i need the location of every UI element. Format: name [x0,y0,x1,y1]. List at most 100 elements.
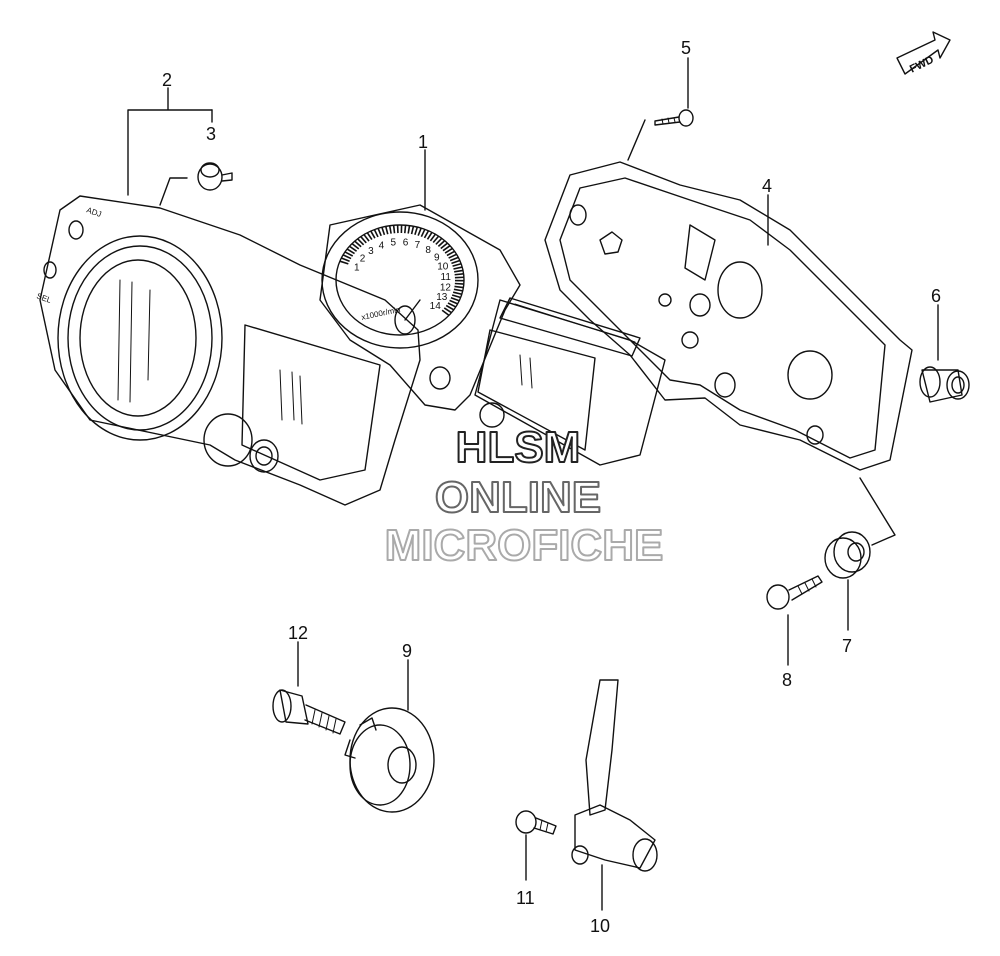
cluster-text-adj: ADJ [85,205,102,219]
watermark-line-1: HLSM [456,423,581,472]
part-bolt-12 [272,689,346,735]
tachometer-tick [341,257,350,262]
leader-lines [127,57,939,911]
tachometer-tick [451,294,461,299]
tachometer-number: 10 [437,262,449,273]
tachometer-tick [449,299,458,305]
tachometer-number: 12 [440,282,452,293]
tachometer-tick [410,226,415,235]
tachometer-tick [444,247,453,254]
tachometer-tick [432,235,440,244]
tachometer-tick [449,256,459,262]
tachometer-tick [454,269,464,273]
tachometer-tick [384,226,389,235]
part-number-labels: 1 2 3 4 5 6 7 8 9 10 11 12 [162,38,941,936]
tachometer-tick [403,225,407,234]
tachometer-tick [452,291,463,296]
tachometer-tick [440,242,448,250]
part-cushion-7 [824,531,871,579]
part-label-12: 12 [288,623,308,643]
part-bolt-8 [766,575,823,610]
part-meter-case [544,161,913,471]
tachometer-number: 9 [434,253,440,264]
part-label-7: 7 [842,636,852,656]
tachometer-tick [448,253,457,259]
part-speed-sensor-10 [571,679,658,872]
tachometer-tick [339,260,349,265]
tachometer-tick [443,307,452,314]
tachometer-tick [349,245,358,252]
part-label-4: 4 [762,176,772,196]
part-rotor-9 [344,707,435,813]
tachometer-tick [377,228,382,237]
tachometer-number: 1 [354,263,360,274]
tachometer-tick [454,282,464,285]
tachometer-tick [414,226,419,235]
tachometer-tick [454,285,464,289]
tachometer-tick [437,240,446,247]
tachometer-tick [344,251,354,257]
tachometer-tick [370,230,376,239]
tachometer-number: 3 [368,246,374,257]
tachometer-tick [346,248,355,255]
tachometer-tick [363,234,370,242]
part-label-1: 1 [418,132,428,152]
tachometer-tick [441,309,450,316]
part-label-9: 9 [402,641,412,661]
tachometer-tick [417,227,422,236]
tachometer-ticks [339,224,465,316]
tachometer-tick [342,254,352,260]
tachometer-number: 14 [430,301,442,312]
tachometer-tick [453,288,463,292]
tachometer-tick [423,230,430,239]
cluster-text-sel: SEL [35,291,53,305]
watermark-line-2: ONLINE [435,473,601,522]
tachometer-tick [354,240,362,248]
tachometer-tick [407,225,411,234]
tachometer-tick [450,296,460,302]
tachometer-tick [451,259,461,265]
part-label-8: 8 [782,670,792,690]
tachometer-tick [373,229,379,238]
tachometer-number: 7 [415,240,421,251]
part-screw-5 [654,109,694,127]
tachometer-number: 4 [379,240,385,251]
part-label-3: 3 [206,124,216,144]
part-label-10: 10 [590,916,610,936]
tachometer-tick [447,302,457,308]
tachometer-number: 8 [425,245,431,256]
tachometer-number: 6 [403,237,409,248]
part-cushion-3 [197,162,233,191]
tachometer-tick [442,245,451,252]
tachometer-tick [381,226,386,236]
tachometer-tick [454,273,464,276]
part-label-11: 11 [516,888,535,908]
tachometer-number: 2 [360,253,366,264]
tachometer-tick [360,236,367,244]
tachometer-tick [357,238,365,246]
tachometer-tick [445,304,455,311]
tachometer-number: 11 [441,272,452,283]
tachometer-tick [452,263,462,267]
part-label-6: 6 [931,286,941,306]
tachometer-tick [446,250,455,257]
tachometer-tick [429,233,437,242]
tachometer-tick [420,228,426,238]
part-cushion-6 [919,366,970,403]
forward-direction-arrow: FWD [896,31,951,76]
tachometer-number: 5 [390,237,396,248]
tachometer-tick [453,266,463,270]
watermark-line-3: MICROFICHE [385,521,664,570]
tachometer-number: 13 [436,292,448,303]
tachometer-tick [351,242,360,250]
watermark: HLSM ONLINE MICROFICHE [384,422,665,571]
tachometer-tick [426,231,433,240]
part-bolt-11 [515,810,557,835]
part-meter-cover: ADJ SEL [35,195,421,506]
tachometer-tick [435,237,443,245]
part-label-2: 2 [162,70,172,90]
tachometer-tick [392,225,396,234]
